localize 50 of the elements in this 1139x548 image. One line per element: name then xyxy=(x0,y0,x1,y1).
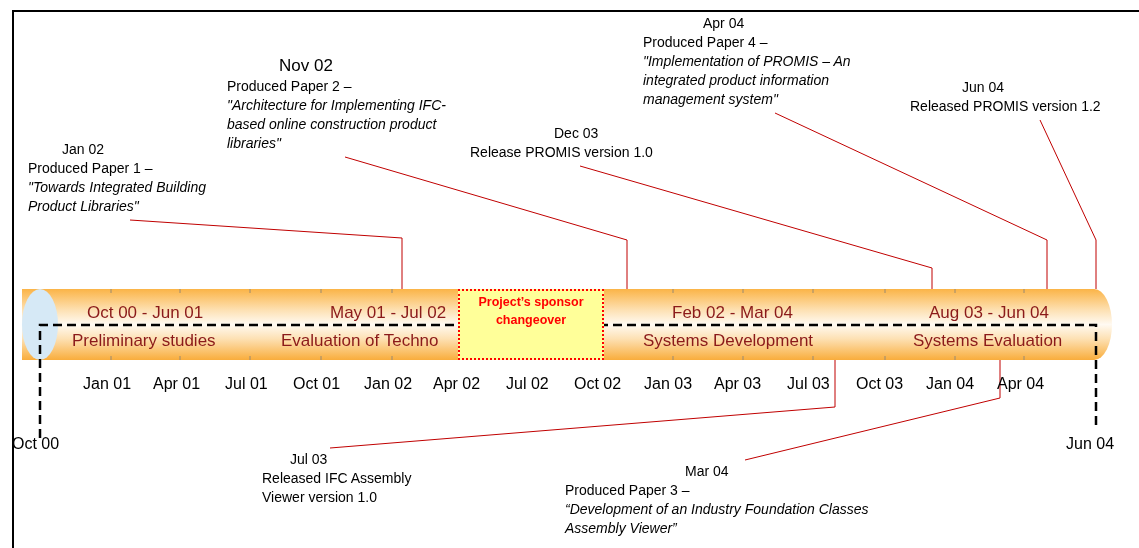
event-text: Produced Paper 3 – xyxy=(565,481,690,500)
title-text: "Implementation of PROMIS – An integrated product information management system" xyxy=(643,52,852,109)
title-text: “Development of an Industry Foundation Classes Assembly Viewer” xyxy=(565,500,870,538)
date-label: Jan 02 xyxy=(364,374,413,394)
date-label: Apr 04 xyxy=(997,374,1045,394)
date-label: Apr 02 xyxy=(433,374,481,394)
date-text: Apr 04 xyxy=(703,14,745,33)
leader-line xyxy=(1039,119,1097,290)
event-text: Produced Paper 1 – xyxy=(28,159,153,178)
event-text: Released IFC Assembly Viewer version 1.0 xyxy=(262,469,413,507)
date-label: Jul 03 xyxy=(787,374,830,394)
event-text: Release PROMIS version 1.0 xyxy=(470,143,653,162)
date-text: Jan 02 xyxy=(62,140,105,159)
leader-line xyxy=(774,112,1048,290)
event-text: Released PROMIS version 1.2 xyxy=(910,97,1101,116)
leader-line xyxy=(744,359,1001,461)
leader-line xyxy=(329,359,836,449)
date-label: Jan 01 xyxy=(83,374,132,394)
timeline-cylinder xyxy=(22,289,1112,360)
date-text: Jul 03 xyxy=(290,450,328,469)
date-label: Oct 02 xyxy=(574,374,622,394)
date-label: Oct 01 xyxy=(293,374,341,394)
event-text: Produced Paper 4 – xyxy=(643,33,768,52)
phase-label: Systems Development xyxy=(643,330,814,352)
leader-line xyxy=(129,219,403,290)
date-text: Mar 04 xyxy=(685,462,729,481)
phase-label: Systems Evaluation xyxy=(913,330,1063,352)
title-text: "Towards Integrated Building Product Libraries" xyxy=(28,178,207,216)
leader-line xyxy=(579,165,933,290)
date-label: Jun 04 xyxy=(1066,434,1115,454)
date-label: Jan 03 xyxy=(644,374,693,394)
date-text: Nov 02 xyxy=(279,55,333,77)
date-text: Jun 04 xyxy=(962,78,1005,97)
date-label: Jul 02 xyxy=(506,374,549,394)
event-text: Produced Paper 2 – xyxy=(227,77,352,96)
changeover-box: Project’s sponsor changeover xyxy=(458,289,604,360)
leader-line xyxy=(344,156,628,290)
title-text: "Architecture for Implementing IFC-based online construction product libraries" xyxy=(227,96,447,153)
phase-label: Evaluation of Techno xyxy=(281,330,439,352)
phase-label: Aug 03 - Jun 04 xyxy=(929,302,1050,324)
phase-label: May 01 - Jul 02 xyxy=(330,302,447,324)
date-text: Dec 03 xyxy=(554,124,599,143)
date-label: Jul 01 xyxy=(225,374,268,394)
date-label: Apr 01 xyxy=(153,374,201,394)
phase-label: Feb 02 - Mar 04 xyxy=(672,302,793,324)
date-label: Apr 03 xyxy=(714,374,762,394)
phase-label: Oct 00 - Jun 01 xyxy=(87,302,204,324)
date-label: Oct 03 xyxy=(856,374,904,394)
date-label: Jan 04 xyxy=(926,374,975,394)
phase-label: Preliminary studies xyxy=(72,330,216,352)
